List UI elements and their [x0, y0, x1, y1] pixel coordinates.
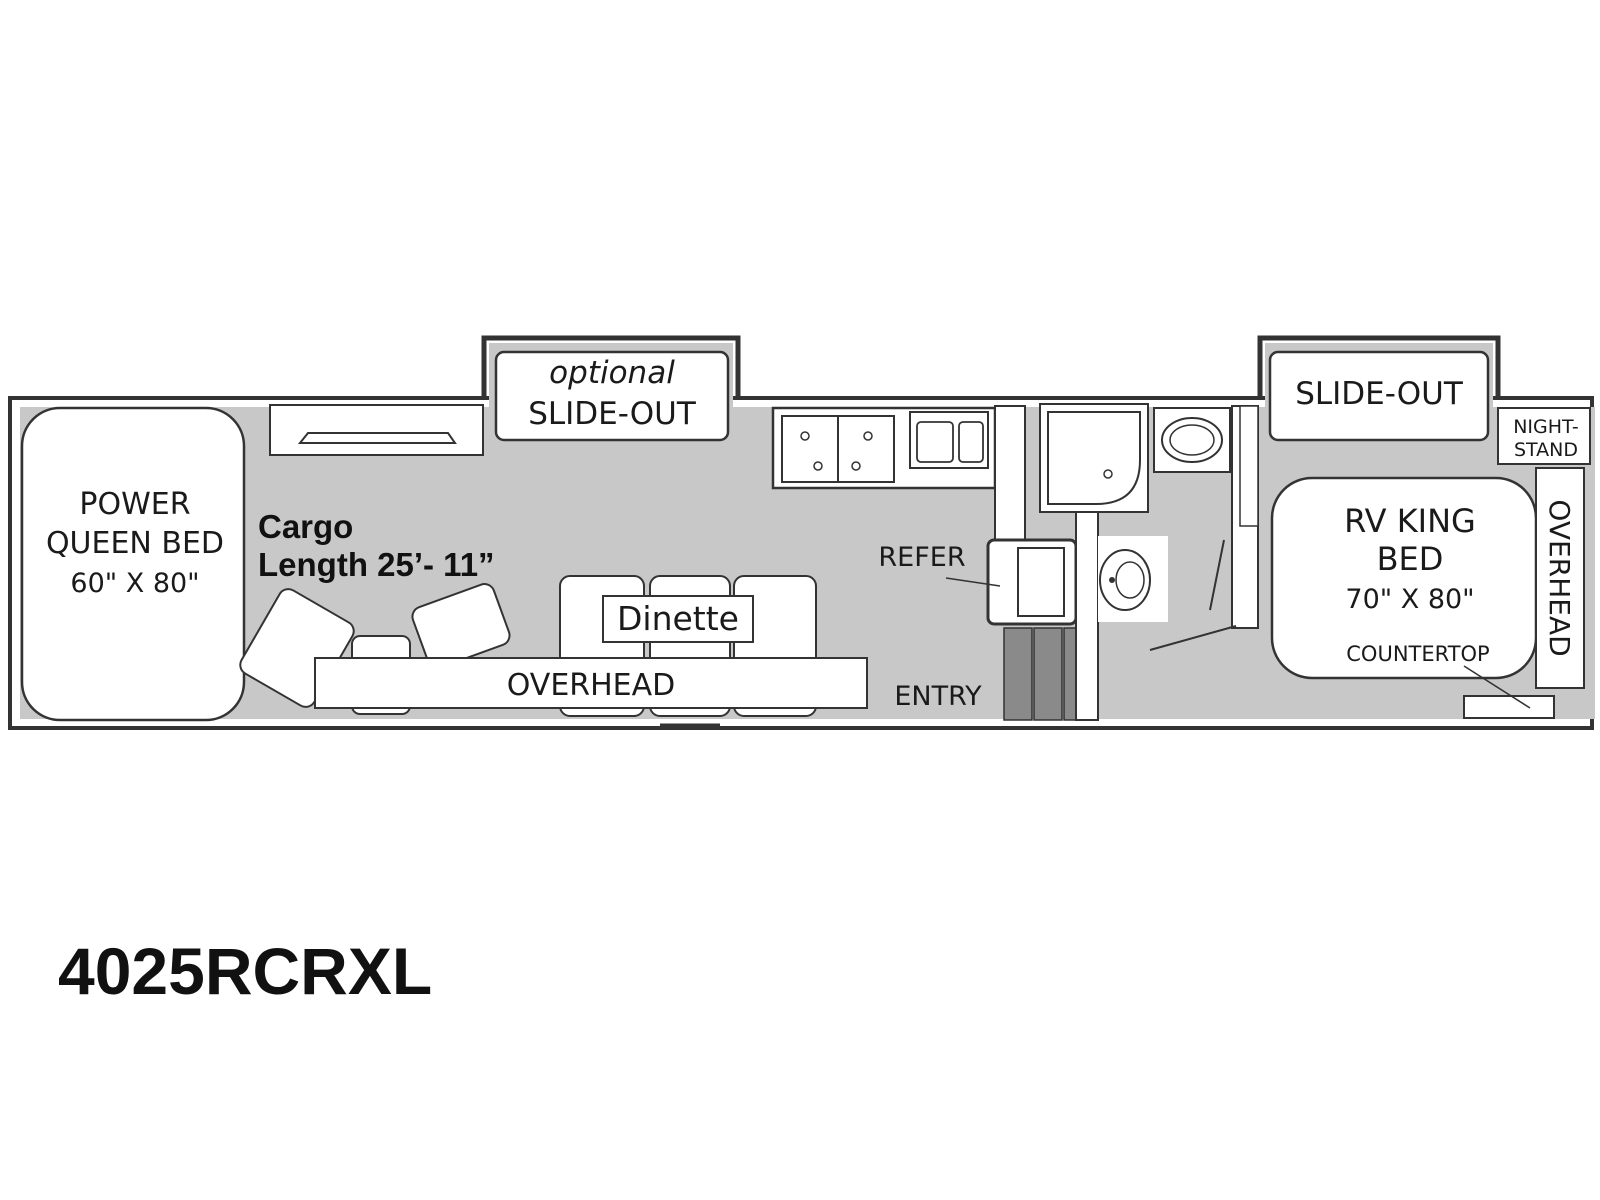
power-queen-bed-size: 60" X 80"	[70, 568, 199, 599]
refer-label: REFER	[878, 542, 965, 573]
tv-cabinet	[269, 404, 484, 456]
model-title: 4025RCRXL	[58, 934, 433, 1008]
slide-out-front-box	[494, 350, 730, 442]
power-queen-bed-label-2: QUEEN BED	[46, 526, 224, 561]
entry-step-2	[1033, 627, 1063, 721]
entry-step-1	[1003, 627, 1033, 721]
slide-out-rear-label: SLIDE-OUT	[1295, 376, 1464, 412]
cargo-length-label: Length 25’- 11”	[258, 546, 495, 583]
optional-label: optional	[549, 355, 675, 391]
overhead-front-label: OVERHEAD	[507, 668, 676, 703]
countertop	[1463, 695, 1555, 719]
shower	[1047, 411, 1141, 505]
nightstand-label-1: NIGHT-	[1513, 416, 1579, 438]
rv-king-bed-size: 70" X 80"	[1345, 584, 1474, 615]
recliner-chair-right	[411, 583, 511, 669]
nightstand	[1497, 407, 1591, 465]
wardrobe	[1239, 405, 1259, 527]
dinette-label-box	[602, 595, 754, 643]
entry-label: ENTRY	[894, 681, 982, 712]
countertop-label: COUNTERTOP	[1346, 642, 1489, 666]
cargo-label: Cargo	[258, 508, 353, 545]
interior-wall-kitchen	[994, 405, 1026, 545]
nightstand-label-2: STAND	[1514, 439, 1578, 461]
power-queen-bed-label-1: POWER	[79, 487, 190, 522]
bathroom-door	[1149, 539, 1237, 651]
slide-out-rear-box	[1268, 350, 1490, 442]
tv-shape	[297, 432, 457, 444]
slide-out-front-label: SLIDE-OUT	[528, 396, 697, 432]
dinette-label: Dinette	[617, 599, 739, 638]
power-queen-bed	[20, 406, 246, 722]
rv-king-bed-label-2: BED	[1377, 540, 1444, 578]
overhead-front-box	[314, 657, 868, 709]
overhead-rear-label: OVERHEAD	[1543, 499, 1576, 656]
overhead-rear-box	[1535, 467, 1585, 689]
rv-king-bed-label-1: RV KING	[1344, 502, 1476, 540]
